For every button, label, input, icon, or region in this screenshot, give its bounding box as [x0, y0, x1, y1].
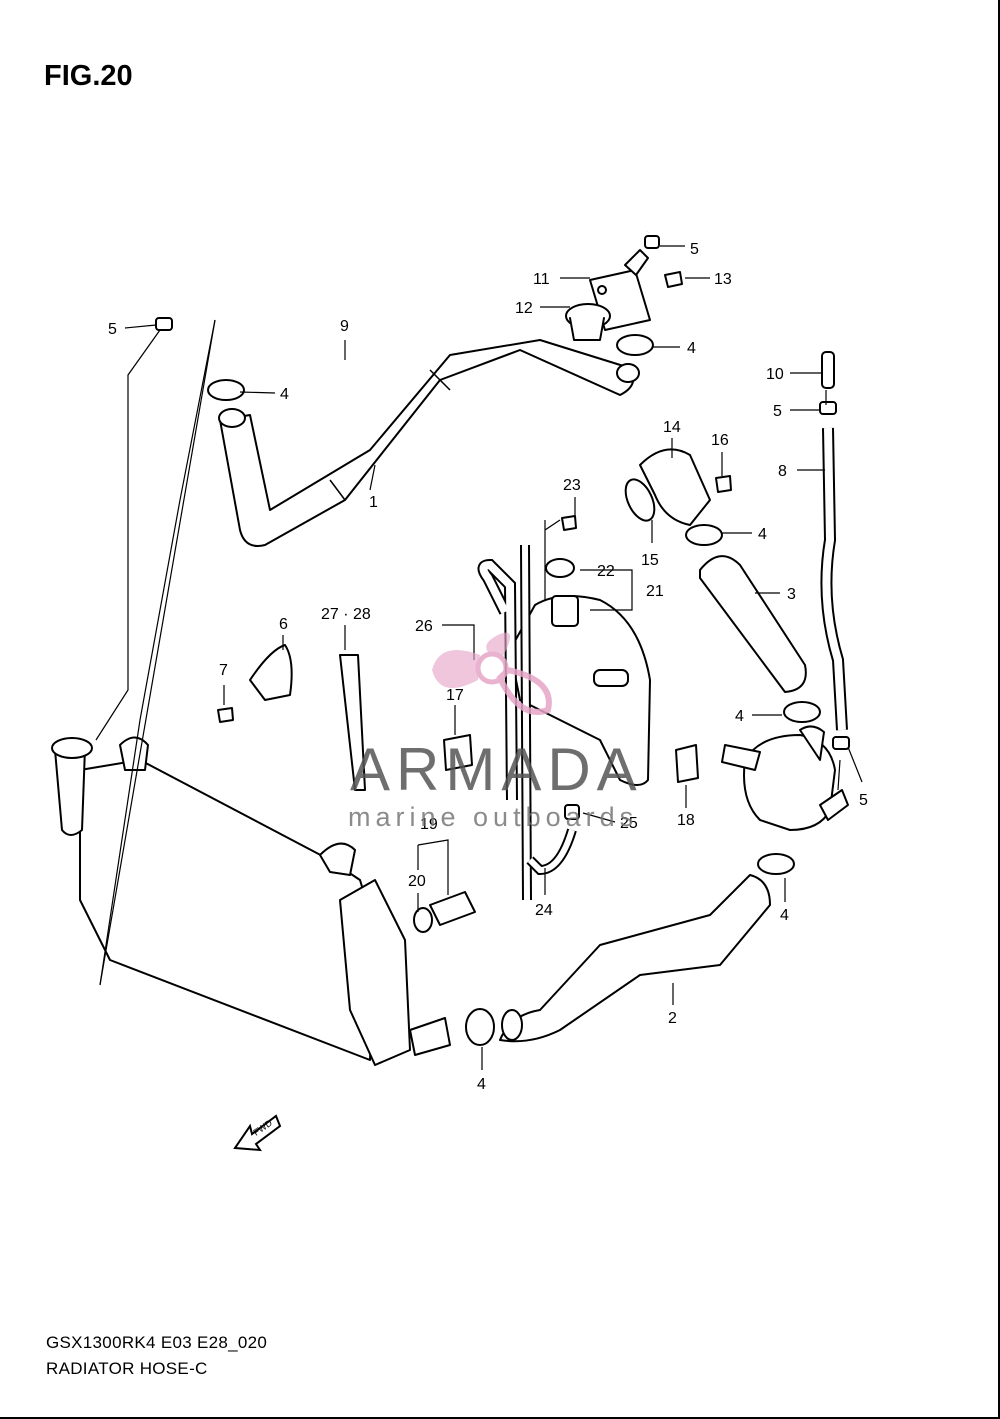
callout-5b: 5 — [690, 241, 699, 258]
part-24-hose[interactable] — [526, 828, 577, 876]
watermark-brand: ARMADA — [350, 736, 643, 803]
callout-22: 22 — [597, 563, 615, 580]
water-pump — [721, 725, 849, 831]
callout-17: 17 — [446, 687, 464, 704]
callout-leaders — [124, 245, 863, 1070]
figure-name: RADIATOR HOSE-C — [46, 1359, 208, 1378]
radiator — [51, 736, 451, 1066]
callout-4b: 4 — [687, 340, 696, 357]
callout-20: 20 — [408, 873, 426, 890]
callout-5d: 5 — [859, 792, 868, 809]
callout-9: 9 — [340, 318, 349, 335]
callout-25: 25 — [620, 815, 638, 832]
part-16-bolt[interactable] — [715, 475, 732, 493]
callout-16: 16 — [711, 432, 729, 449]
callout-21: 21 — [646, 583, 664, 600]
part-1-radiator-hose[interactable] — [218, 339, 640, 547]
callout-2: 2 — [668, 1010, 677, 1027]
callout-4e: 4 — [780, 907, 789, 924]
part-27-28-strap[interactable] — [339, 654, 366, 791]
part-6-bracket[interactable] — [249, 644, 293, 701]
part-5-small-clamps[interactable] — [155, 235, 850, 750]
callout-23: 23 — [563, 477, 581, 494]
callout-26: 26 — [415, 618, 433, 635]
fwd-direction-arrow: FWD — [233, 1114, 282, 1152]
callout-4a: 4 — [280, 386, 289, 403]
part-2-radiator-hose[interactable] — [499, 874, 771, 1043]
callout-5a: 5 — [108, 321, 117, 338]
callout-4d: 4 — [735, 708, 744, 725]
armada-watermark: ARMADA marine outboards — [348, 632, 643, 832]
assembly-guide-lines — [95, 319, 841, 986]
part-15-o-ring[interactable] — [620, 475, 660, 525]
callout-7: 7 — [219, 662, 228, 679]
callout-18: 18 — [677, 812, 695, 829]
part-21-reservoir-tank[interactable] — [509, 595, 651, 786]
part-10-joint[interactable] — [821, 351, 835, 389]
callout-5c: 5 — [773, 403, 782, 420]
watermark-tagline: marine outboards — [348, 802, 638, 832]
callout-19: 19 — [420, 816, 438, 833]
part-3-hose[interactable] — [699, 555, 807, 693]
callout-3: 3 — [787, 586, 796, 603]
figure-title: FIG.20 — [44, 60, 133, 92]
part-18-cushion[interactable] — [675, 744, 699, 783]
callout-4c: 4 — [758, 526, 767, 543]
part-22-reservoir-cap[interactable] — [545, 558, 575, 578]
callout-8: 8 — [778, 463, 787, 480]
part-13-bolt[interactable] — [664, 271, 683, 288]
callout-10: 10 — [766, 366, 784, 383]
callout-labels: 1 2 3 4 4 4 4 4 4 5 5 5 5 6 7 8 9 10 11 … — [108, 241, 868, 1093]
part-23-bolt[interactable] — [561, 515, 577, 531]
part-26-hose[interactable] — [477, 544, 532, 901]
callout-13: 13 — [714, 271, 732, 288]
callout-15: 15 — [641, 552, 659, 569]
figure-code: GSX1300RK4 E03 E28_020 — [46, 1333, 268, 1352]
callout-4f: 4 — [477, 1076, 486, 1093]
part-12-thermostat[interactable] — [565, 303, 611, 341]
part-8-hose[interactable] — [820, 427, 848, 731]
part-25-clamp[interactable] — [564, 804, 580, 820]
part-4-clamps[interactable] — [207, 334, 821, 1046]
part-17-cushion[interactable] — [443, 734, 473, 771]
callout-1: 1 — [369, 494, 378, 511]
callout-27-28: 27 · 28 — [321, 606, 371, 623]
part-20-gasket[interactable] — [413, 907, 433, 933]
callout-24: 24 — [535, 902, 553, 919]
part-9-breather-hose[interactable] — [170, 202, 841, 443]
callout-14: 14 — [663, 419, 681, 436]
part-14-outlet-fitting[interactable] — [639, 448, 711, 526]
part-19-temperature-sensor[interactable] — [429, 891, 476, 926]
callout-11: 11 — [533, 271, 550, 288]
part-7-bolt[interactable] — [217, 707, 234, 723]
armada-logo-propeller — [432, 632, 552, 715]
callout-12: 12 — [515, 300, 533, 317]
callout-6: 6 — [279, 616, 288, 633]
